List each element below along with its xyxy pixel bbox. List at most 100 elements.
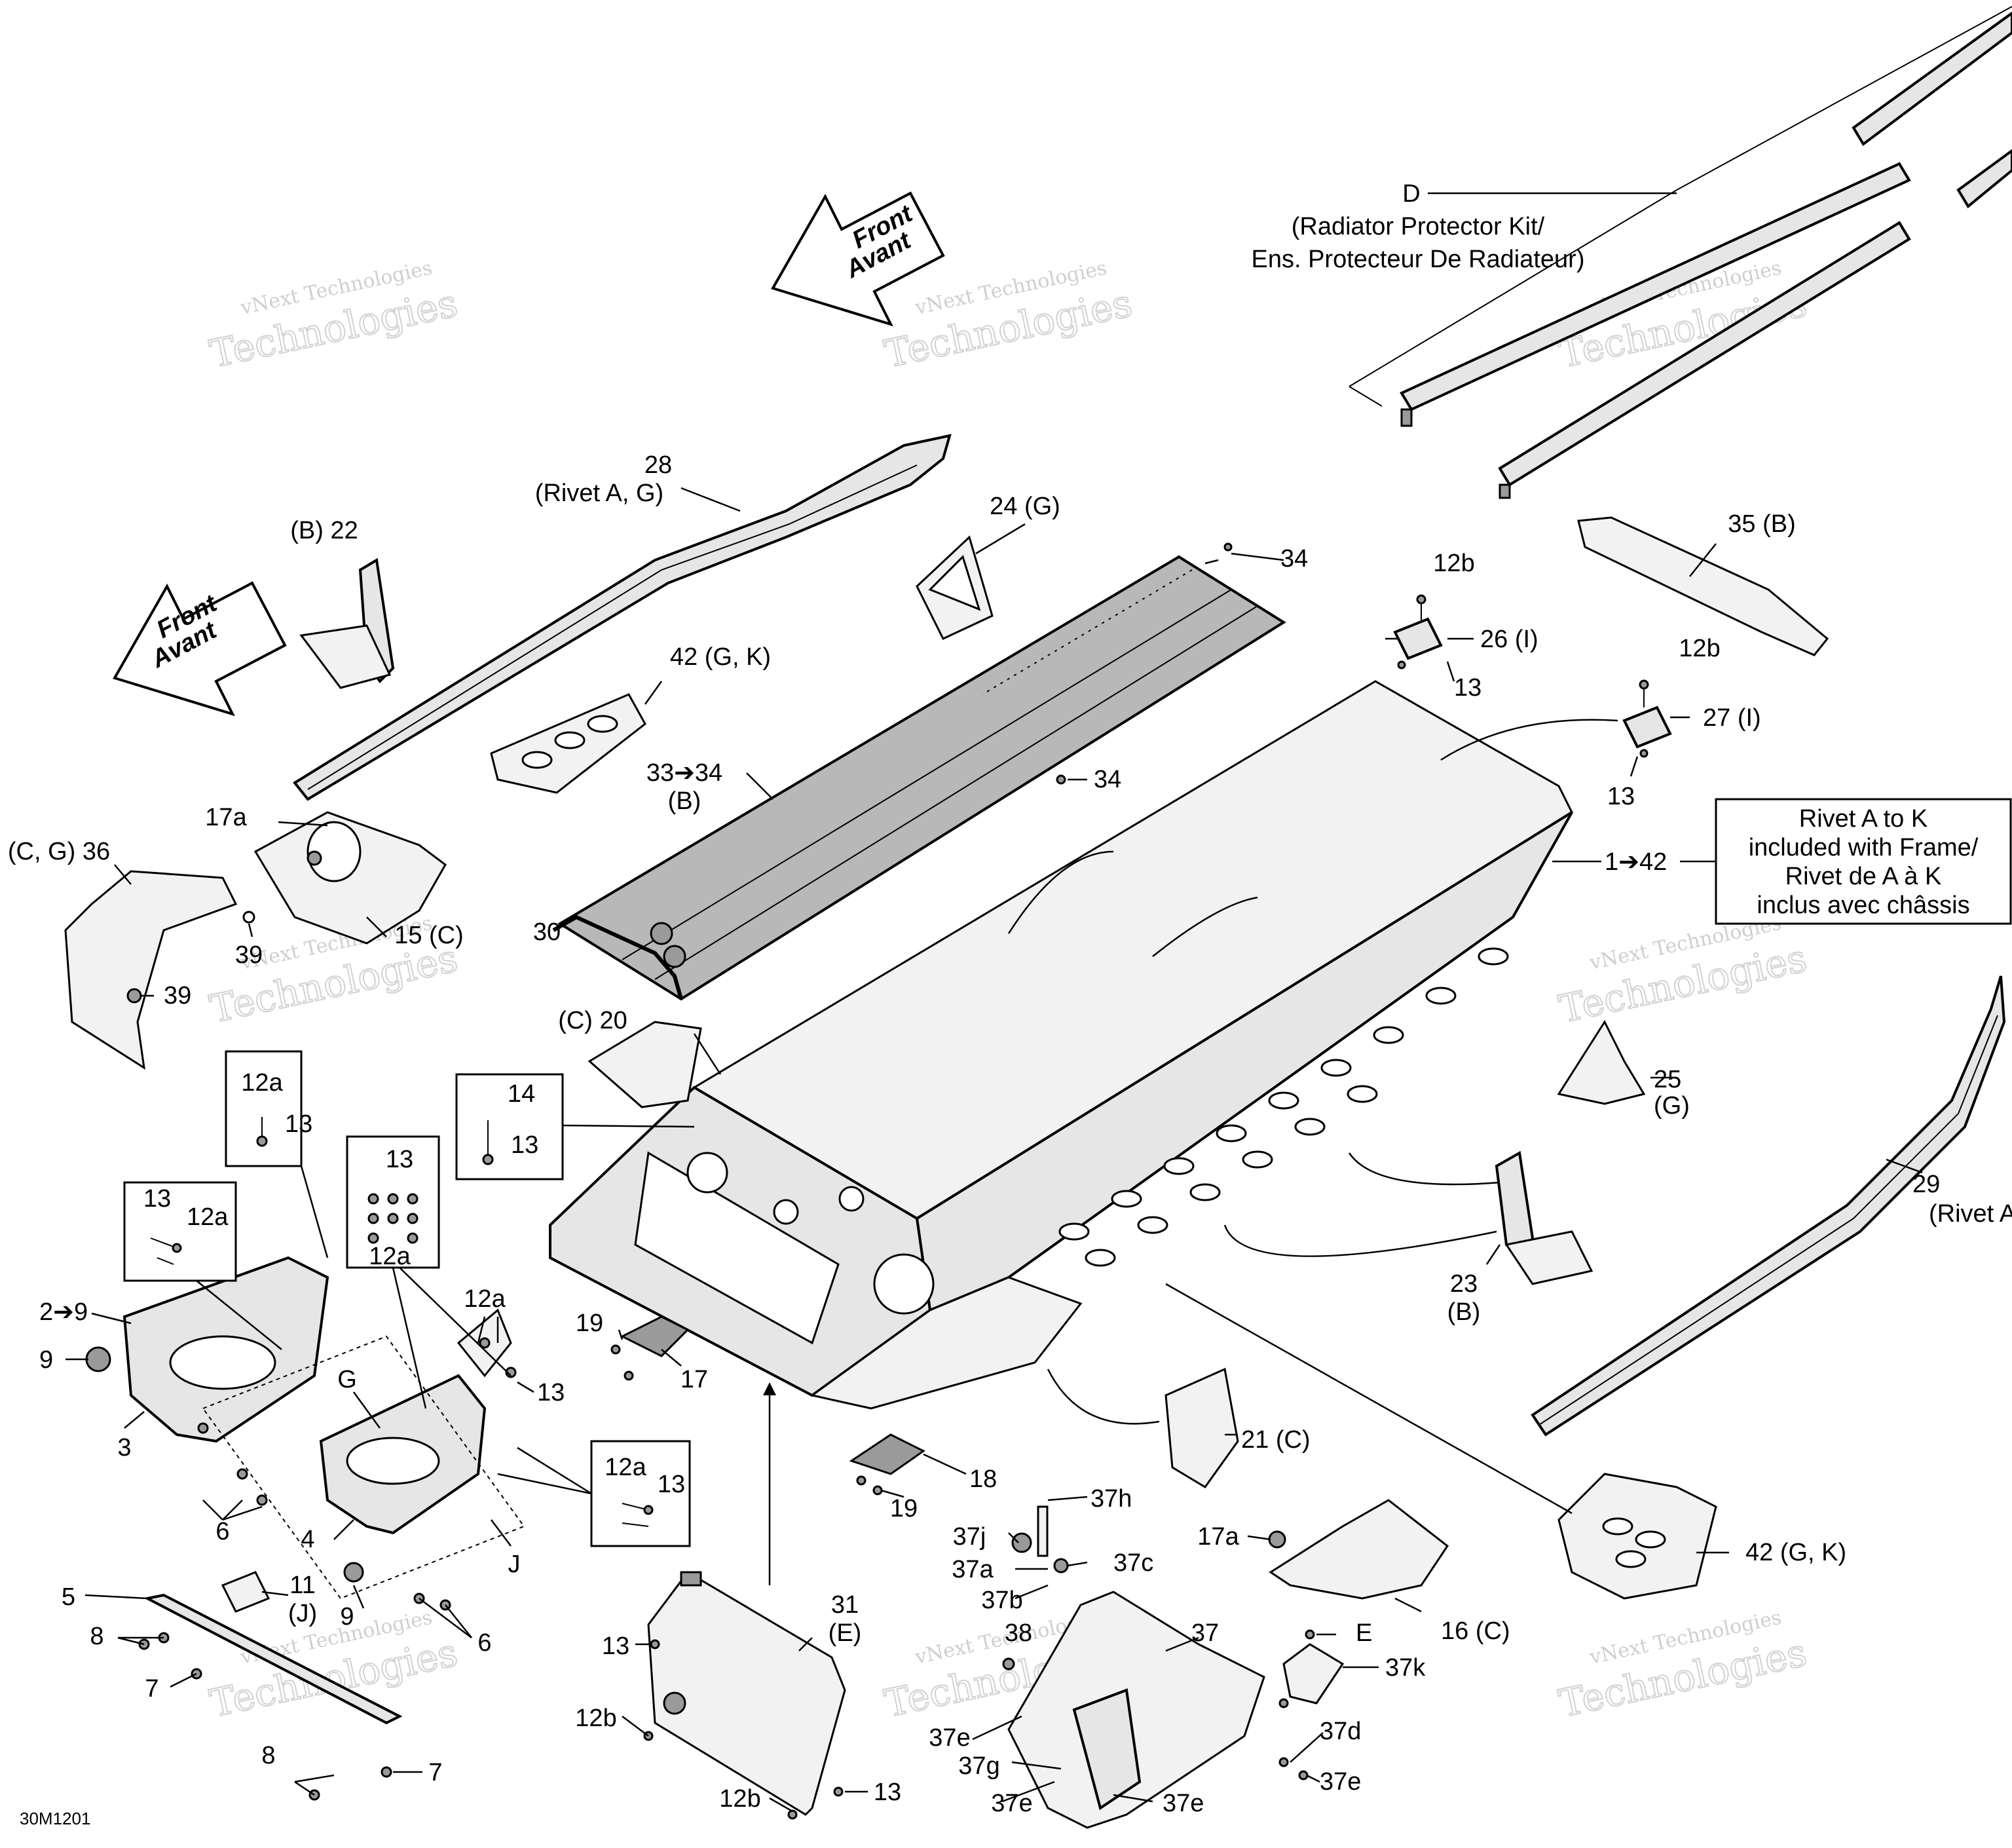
- inset-box-14-13: [455, 1073, 695, 1180]
- callout-8-a: 8: [90, 1623, 103, 1650]
- callout-37d: 37d: [1320, 1718, 1361, 1745]
- callout-6-b: 6: [477, 1629, 491, 1657]
- front-arrow-left: Front Avant: [113, 581, 287, 717]
- callout-23: 23: [1450, 1270, 1478, 1298]
- callout-29-note: (Rivet A: [1929, 1200, 2012, 1228]
- watermark-9: vNext Technologies Technologies: [1555, 1606, 1812, 1727]
- callout-33-note: (B): [668, 787, 701, 815]
- callout-37h: 37h: [1090, 1485, 1132, 1513]
- callout-labels: 28 (Rivet A, G) (B) 22 24 (G) 34 12b 26 …: [8, 451, 2012, 1817]
- bracket-37: [1007, 1591, 1265, 1829]
- bracket-27: [1622, 679, 1672, 749]
- callout-12a-2: 12a: [187, 1203, 229, 1231]
- callout-28: 28: [644, 451, 672, 479]
- inset-box-12a-13-a: [225, 1050, 329, 1258]
- callout-17: 17: [680, 1366, 708, 1393]
- fasteners: [138, 542, 1649, 1820]
- callout-28-note: (Rivet A, G): [535, 480, 663, 507]
- callout-24: 24 (G): [990, 493, 1060, 520]
- callout-19-a: 19: [576, 1310, 603, 1337]
- bracket-3: [85, 1256, 329, 1443]
- callout-23-note: (B): [1447, 1298, 1481, 1326]
- bracket-25: [1557, 1019, 1646, 1105]
- callout-34-b: 34: [1094, 766, 1121, 793]
- callout-12a-5: 12a: [605, 1454, 646, 1481]
- callout-13-10: 13: [874, 1779, 901, 1806]
- callout-2: 2➔9: [39, 1298, 88, 1326]
- callout-36: (C, G) 36: [8, 838, 110, 865]
- callout-27: 27 (I): [1703, 704, 1761, 732]
- callout-13-1: 13: [1454, 674, 1481, 702]
- callout-12b-4: 12b: [719, 1785, 760, 1813]
- callout-37c: 37c: [1113, 1549, 1153, 1577]
- inset-box-13-12a-b: [123, 1181, 282, 1350]
- callout-6-a: 6: [215, 1518, 229, 1545]
- leader-lines: [65, 487, 1923, 1813]
- bracket-16: [1268, 1499, 1449, 1600]
- callout-13-3: 13: [285, 1110, 312, 1138]
- rivet-note-line3: Rivet de A à K: [1785, 863, 1942, 890]
- bracket-37k: [1282, 1643, 1345, 1705]
- callout-17a-1: 17a: [205, 804, 247, 831]
- callout-18: 18: [969, 1465, 997, 1493]
- callout-4: 4: [301, 1526, 314, 1553]
- main-frame-1: [549, 680, 1573, 1410]
- rail-28: [293, 434, 952, 801]
- callout-13-4: 13: [511, 1131, 538, 1159]
- callout-37e-3: 37e: [1163, 1790, 1204, 1817]
- bracket-42-bottom: [1557, 1473, 1717, 1600]
- callout-1: 1➔42: [1605, 848, 1667, 876]
- callout-13-8: 13: [658, 1471, 685, 1498]
- callout-12b-3: 12b: [575, 1705, 616, 1732]
- callout-13-5: 13: [143, 1185, 171, 1213]
- callout-12a-4: 12a: [464, 1285, 506, 1313]
- callout-38: 38: [1005, 1619, 1032, 1647]
- callout-12b-2: 12b: [1679, 635, 1720, 662]
- callout-13-9: 13: [602, 1632, 629, 1660]
- kit-d-line1: (Radiator Protector Kit/: [1292, 213, 1545, 240]
- callout-12b-1: 12b: [1433, 550, 1474, 577]
- rivet-note-line4: inclus avec châssis: [1757, 892, 1969, 919]
- callout-25-note: (G): [1654, 1092, 1690, 1120]
- bracket-23: [1495, 1150, 1593, 1285]
- callout-31-note: (E): [829, 1619, 862, 1647]
- bracket-35: [1577, 516, 1829, 656]
- callout-21: 21 (C): [1241, 1426, 1311, 1454]
- callout-37g: 37g: [958, 1752, 999, 1780]
- callout-9-b: 9: [340, 1603, 354, 1631]
- radiator-31: [647, 1571, 846, 1816]
- callout-7-b: 7: [428, 1759, 442, 1786]
- radiator-protector-rails: [1349, 6, 2012, 499]
- callout-20: (C) 20: [558, 1007, 627, 1034]
- callout-12a-3: 12a: [369, 1243, 411, 1270]
- watermark-7: vNext Technologies Technologies: [206, 1606, 462, 1727]
- callout-39-b: 39: [164, 982, 191, 1009]
- callout-29: 29: [1912, 1171, 1940, 1198]
- callout-37k: 37k: [1385, 1654, 1426, 1682]
- callout-25: 25: [1654, 1066, 1681, 1093]
- bracket-22: [299, 557, 395, 689]
- callout-19-b: 19: [890, 1495, 918, 1522]
- front-arrow-top: Front Avant: [771, 191, 945, 327]
- callout-34-a: 34: [1280, 545, 1308, 573]
- kit-d-letter: D: [1402, 180, 1420, 208]
- frame-side-holes: [1058, 947, 1509, 1267]
- callout-22: (B) 22: [290, 517, 358, 544]
- pin-37h: [1037, 1505, 1049, 1557]
- callout-37e-4: 37e: [1320, 1768, 1361, 1796]
- callout-j: J: [508, 1551, 521, 1578]
- callout-11-note: (J): [288, 1600, 317, 1627]
- callout-42-top: 42 (G, K): [670, 643, 771, 671]
- callout-g: G: [337, 1366, 357, 1393]
- callout-13-6: 13: [386, 1146, 413, 1173]
- callout-7-a: 7: [145, 1675, 158, 1703]
- bracket-20: [587, 1021, 702, 1108]
- tunnel-33: [557, 555, 1286, 1001]
- callout-8-b: 8: [261, 1742, 275, 1769]
- callout-14: 14: [508, 1080, 535, 1108]
- callout-30: 30: [533, 918, 561, 946]
- callout-e: E: [1356, 1619, 1372, 1647]
- callout-12a-1: 12a: [241, 1069, 283, 1097]
